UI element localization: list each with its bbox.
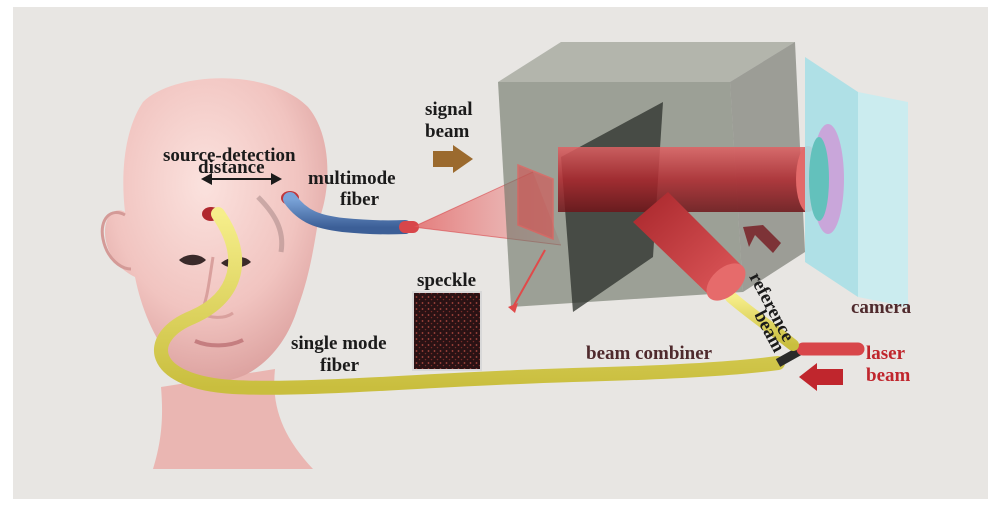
- reference-beam-cylinder: [633, 192, 746, 301]
- single-mode-label: single mode: [291, 333, 387, 354]
- signal-label: signal: [425, 99, 473, 120]
- multimode-fiber-label: fiber: [340, 189, 380, 210]
- signal-arrow-icon: [433, 145, 473, 173]
- head-illustration: [100, 78, 328, 469]
- single-mode-fiber-cable: [154, 207, 785, 395]
- laser-arrow-icon: [799, 363, 843, 391]
- setup-illustration: [100, 42, 908, 469]
- multimode-label: multimode: [308, 168, 396, 189]
- source-detection-label: source-detection: [163, 145, 296, 166]
- laser-beam-label: beam: [866, 365, 911, 386]
- diagram-panel: source-detection distance multimode fibe…: [13, 7, 988, 499]
- camera-unit: [805, 57, 908, 307]
- multimode-fiber-cable: [283, 192, 412, 235]
- single-mode-fiber-label: fiber: [320, 355, 360, 376]
- distance-label: distance: [198, 157, 265, 178]
- speckle-image: [412, 291, 482, 371]
- laser-label: laser: [866, 343, 906, 364]
- camera-label: camera: [851, 297, 912, 318]
- combined-beam: [558, 147, 808, 212]
- beam-combiner-label: beam combiner: [586, 343, 713, 364]
- speckle-label: speckle: [417, 270, 477, 291]
- signal-beam-label: beam: [425, 121, 470, 142]
- double-arrow-icon: [201, 173, 282, 185]
- reference-arrow-icon: [743, 225, 781, 253]
